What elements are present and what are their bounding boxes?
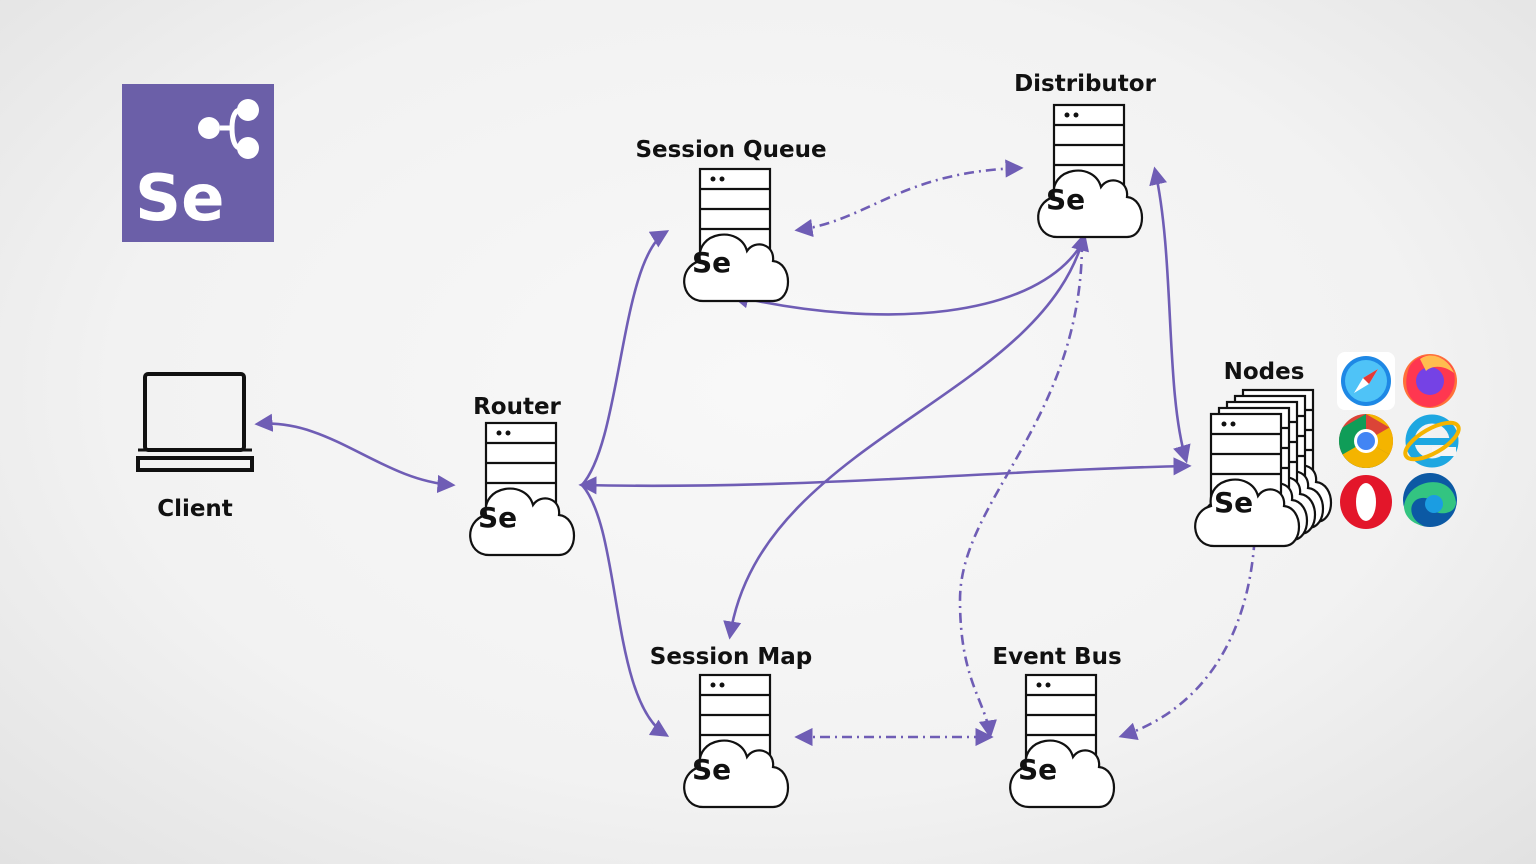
edge-session-queue-distributor	[794, 159, 1024, 238]
distributor-se-badge: Se	[1046, 183, 1085, 216]
session-map-se-badge: Se	[692, 753, 731, 786]
firefox-icon	[1403, 354, 1457, 408]
edge-distributor-nodes	[1149, 166, 1191, 464]
session-map-server-icon	[683, 673, 790, 809]
event-bus-label: Event Bus	[992, 644, 1121, 670]
nodes-se-badge: Se	[1214, 486, 1253, 519]
router-server-icon	[469, 421, 576, 557]
session-map-label: Session Map	[650, 644, 812, 670]
edge-router-session-map	[581, 484, 670, 737]
router-label: Router	[473, 394, 561, 420]
connections	[254, 159, 1264, 747]
event-bus-server-icon	[1009, 673, 1116, 809]
laptop-icon	[136, 372, 254, 472]
logo-text: Se	[135, 162, 225, 236]
edge-distributor-session-map	[723, 232, 1089, 640]
internet-explorer-icon	[1403, 414, 1461, 468]
session-queue-label: Session Queue	[635, 137, 826, 163]
session-queue-se-badge: Se	[692, 246, 731, 279]
router-se-badge: Se	[478, 501, 517, 534]
distributor-label: Distributor	[1014, 71, 1157, 97]
session-map-node: Session Map Se	[650, 644, 812, 809]
session-queue-node: Session Queue Se	[635, 137, 827, 303]
router-node: Router Se	[469, 394, 576, 557]
selenium-logo: Se	[122, 84, 274, 242]
edge-router-nodes	[578, 457, 1192, 495]
client-label: Client	[157, 496, 233, 522]
client-node: Client	[136, 372, 254, 522]
chrome-icon	[1338, 414, 1394, 469]
event-bus-node: Event Bus Se	[992, 644, 1122, 809]
browser-icons	[1337, 352, 1461, 529]
session-queue-server-icon	[683, 167, 790, 303]
distributor-server-icon	[1037, 103, 1144, 239]
nodes-node: Nodes Se	[1194, 359, 1333, 548]
safari-icon	[1337, 352, 1395, 410]
edge-event-bus-nodes	[1118, 528, 1264, 741]
opera-icon	[1340, 475, 1392, 529]
edge-client-router	[254, 413, 456, 494]
distributor-node: Distributor Se	[1014, 71, 1157, 239]
nodes-stack-icon	[1194, 388, 1333, 548]
edge-icon	[1403, 473, 1457, 527]
logo-graph-icon	[198, 99, 259, 159]
event-bus-se-badge: Se	[1018, 753, 1057, 786]
edge-router-session-queue	[581, 230, 670, 486]
nodes-label: Nodes	[1224, 359, 1305, 385]
